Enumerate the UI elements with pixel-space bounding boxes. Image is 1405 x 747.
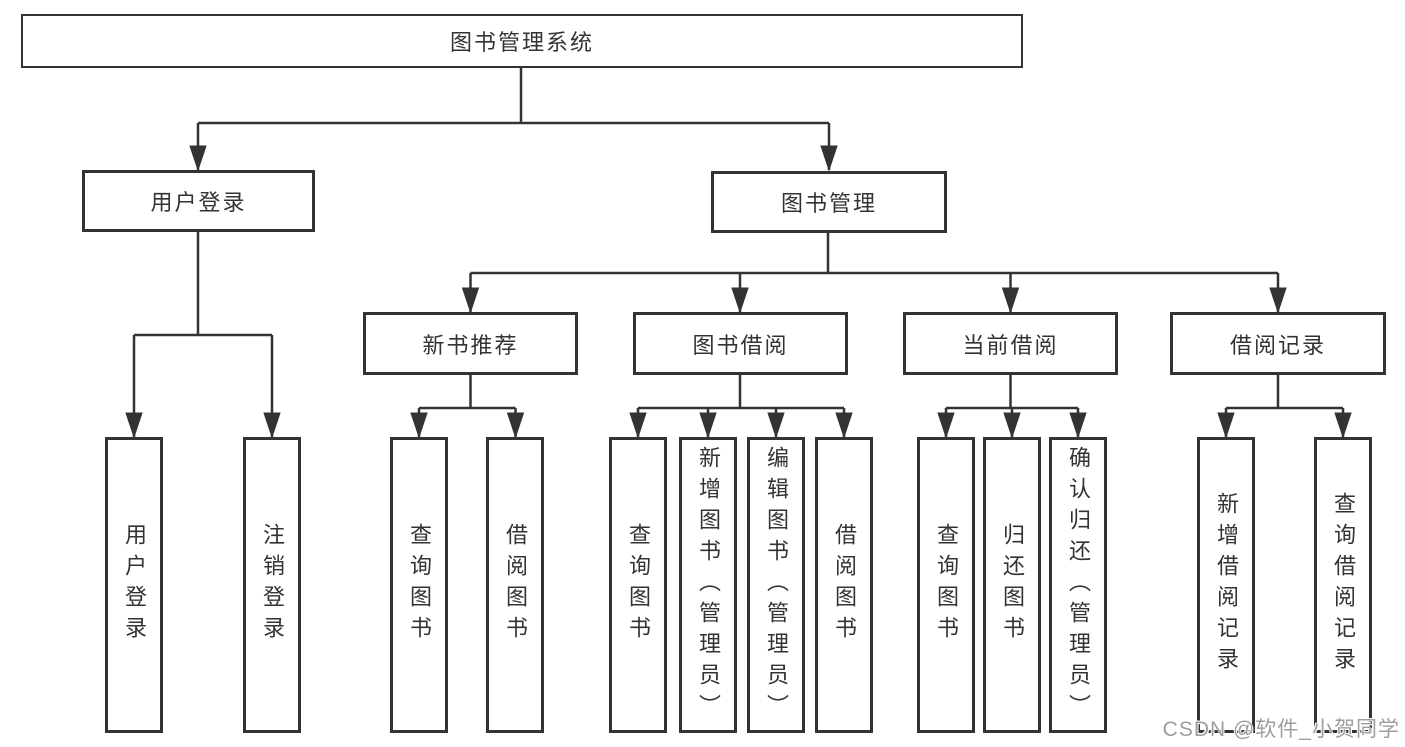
leaf-label: 查询借阅记录	[1331, 492, 1356, 678]
leaf-label: 归还图书	[1000, 523, 1025, 647]
leaf-query-books-current: 查询图书	[917, 437, 975, 733]
leaf-borrow-books-recommend: 借阅图书	[486, 437, 544, 733]
leaf-add-book-admin: 新增图书（管理员）	[679, 437, 737, 733]
csdn-watermark: CSDN @软件_小贺同学	[1162, 718, 1400, 741]
node-book-borrowing: 图书借阅	[633, 312, 848, 375]
arrowhead-icons	[125, 145, 1352, 439]
leaf-label: 确认归还（管理员）	[1066, 445, 1091, 725]
leaf-borrow-books-borrowing: 借阅图书	[815, 437, 873, 733]
leaf-label: 编辑图书（管理员）	[764, 445, 789, 725]
leaf-query-borrow-record: 查询借阅记录	[1314, 437, 1372, 733]
leaf-query-books-recommend: 查询图书	[390, 437, 448, 733]
leaf-logout: 注销登录	[243, 437, 301, 733]
leaf-label: 查询图书	[626, 523, 651, 647]
node-root: 图书管理系统	[21, 14, 1023, 68]
leaf-label: 新增图书（管理员）	[696, 445, 721, 725]
leaf-add-borrow-record: 新增借阅记录	[1197, 437, 1255, 733]
leaf-query-books-borrowing: 查询图书	[609, 437, 667, 733]
leaf-label: 用户登录	[122, 523, 147, 647]
leaf-label: 注销登录	[260, 523, 285, 647]
node-book-management: 图书管理	[711, 171, 947, 233]
leaf-edit-book-admin: 编辑图书（管理员）	[747, 437, 805, 733]
node-new-book-recommendation: 新书推荐	[363, 312, 578, 375]
connector-lines	[132, 68, 1345, 437]
leaf-label: 新增借阅记录	[1214, 492, 1239, 678]
node-current-borrowing: 当前借阅	[903, 312, 1118, 375]
leaf-label: 查询图书	[934, 523, 959, 647]
node-borrowing-records: 借阅记录	[1170, 312, 1386, 375]
leaf-label: 借阅图书	[503, 523, 528, 647]
leaf-user-login: 用户登录	[105, 437, 163, 733]
leaf-label: 借阅图书	[832, 523, 857, 647]
leaf-return-book: 归还图书	[983, 437, 1041, 733]
node-user-login: 用户登录	[82, 170, 315, 232]
leaf-label: 查询图书	[407, 523, 432, 647]
leaf-confirm-return-admin: 确认归还（管理员）	[1049, 437, 1107, 733]
